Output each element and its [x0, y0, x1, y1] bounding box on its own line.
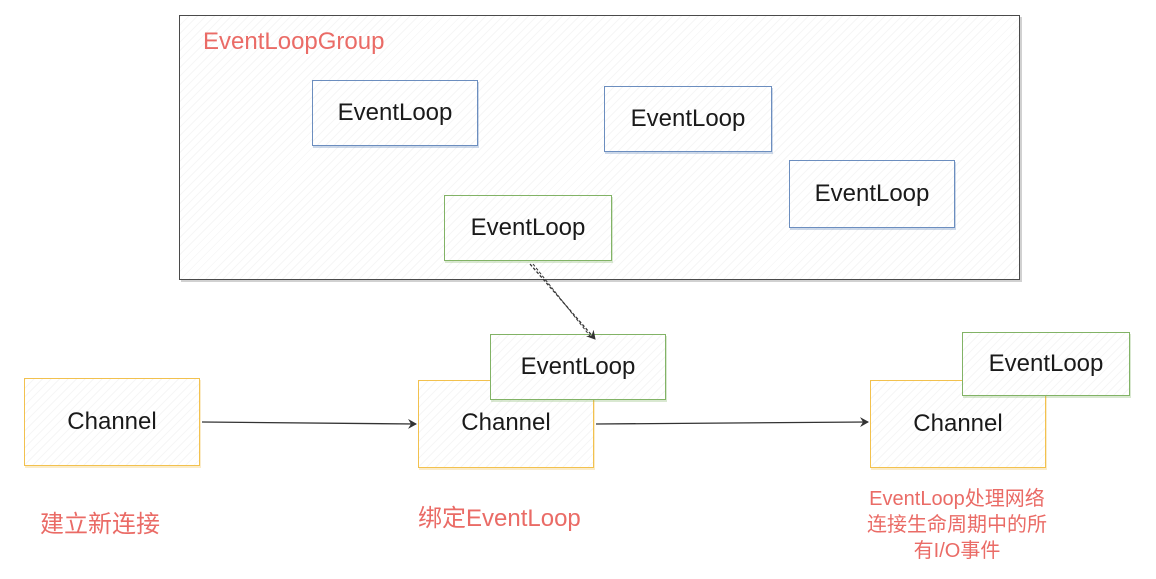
arrow-select-loop-sketch: [532, 263, 591, 337]
channel-new: Channel: [24, 378, 200, 466]
event-loop-group: [179, 15, 1020, 280]
caption-io-events: EventLoop处理网络 连接生命周期中的所 有I/O事件: [827, 486, 1087, 564]
group-event-loop-2: EventLoop: [604, 86, 772, 152]
caption-new-connection: 建立新连接: [40, 511, 160, 538]
group-title: EventLoopGroup: [203, 28, 385, 55]
processing-event-loop: EventLoop: [962, 332, 1130, 396]
channel-processing: Channel: [870, 380, 1046, 468]
arrow-channel-to-bound: [201, 418, 417, 429]
group-event-loop-3: EventLoop: [789, 160, 955, 228]
caption-io-line-3: 有I/O事件: [913, 540, 1001, 562]
caption-bind-event-loop: 绑定EventLoop: [418, 505, 581, 532]
selected-event-loop: EventLoop: [444, 195, 612, 261]
bound-event-loop: EventLoop: [490, 334, 666, 400]
caption-io-line-2: 连接生命周期中的所: [867, 514, 1047, 536]
caption-io-line-1: EventLoop处理网络: [869, 488, 1045, 510]
arrow-select-loop: [529, 263, 596, 340]
arrow-bound-to-processing: [595, 417, 869, 428]
group-event-loop-1: EventLoop: [312, 80, 478, 146]
